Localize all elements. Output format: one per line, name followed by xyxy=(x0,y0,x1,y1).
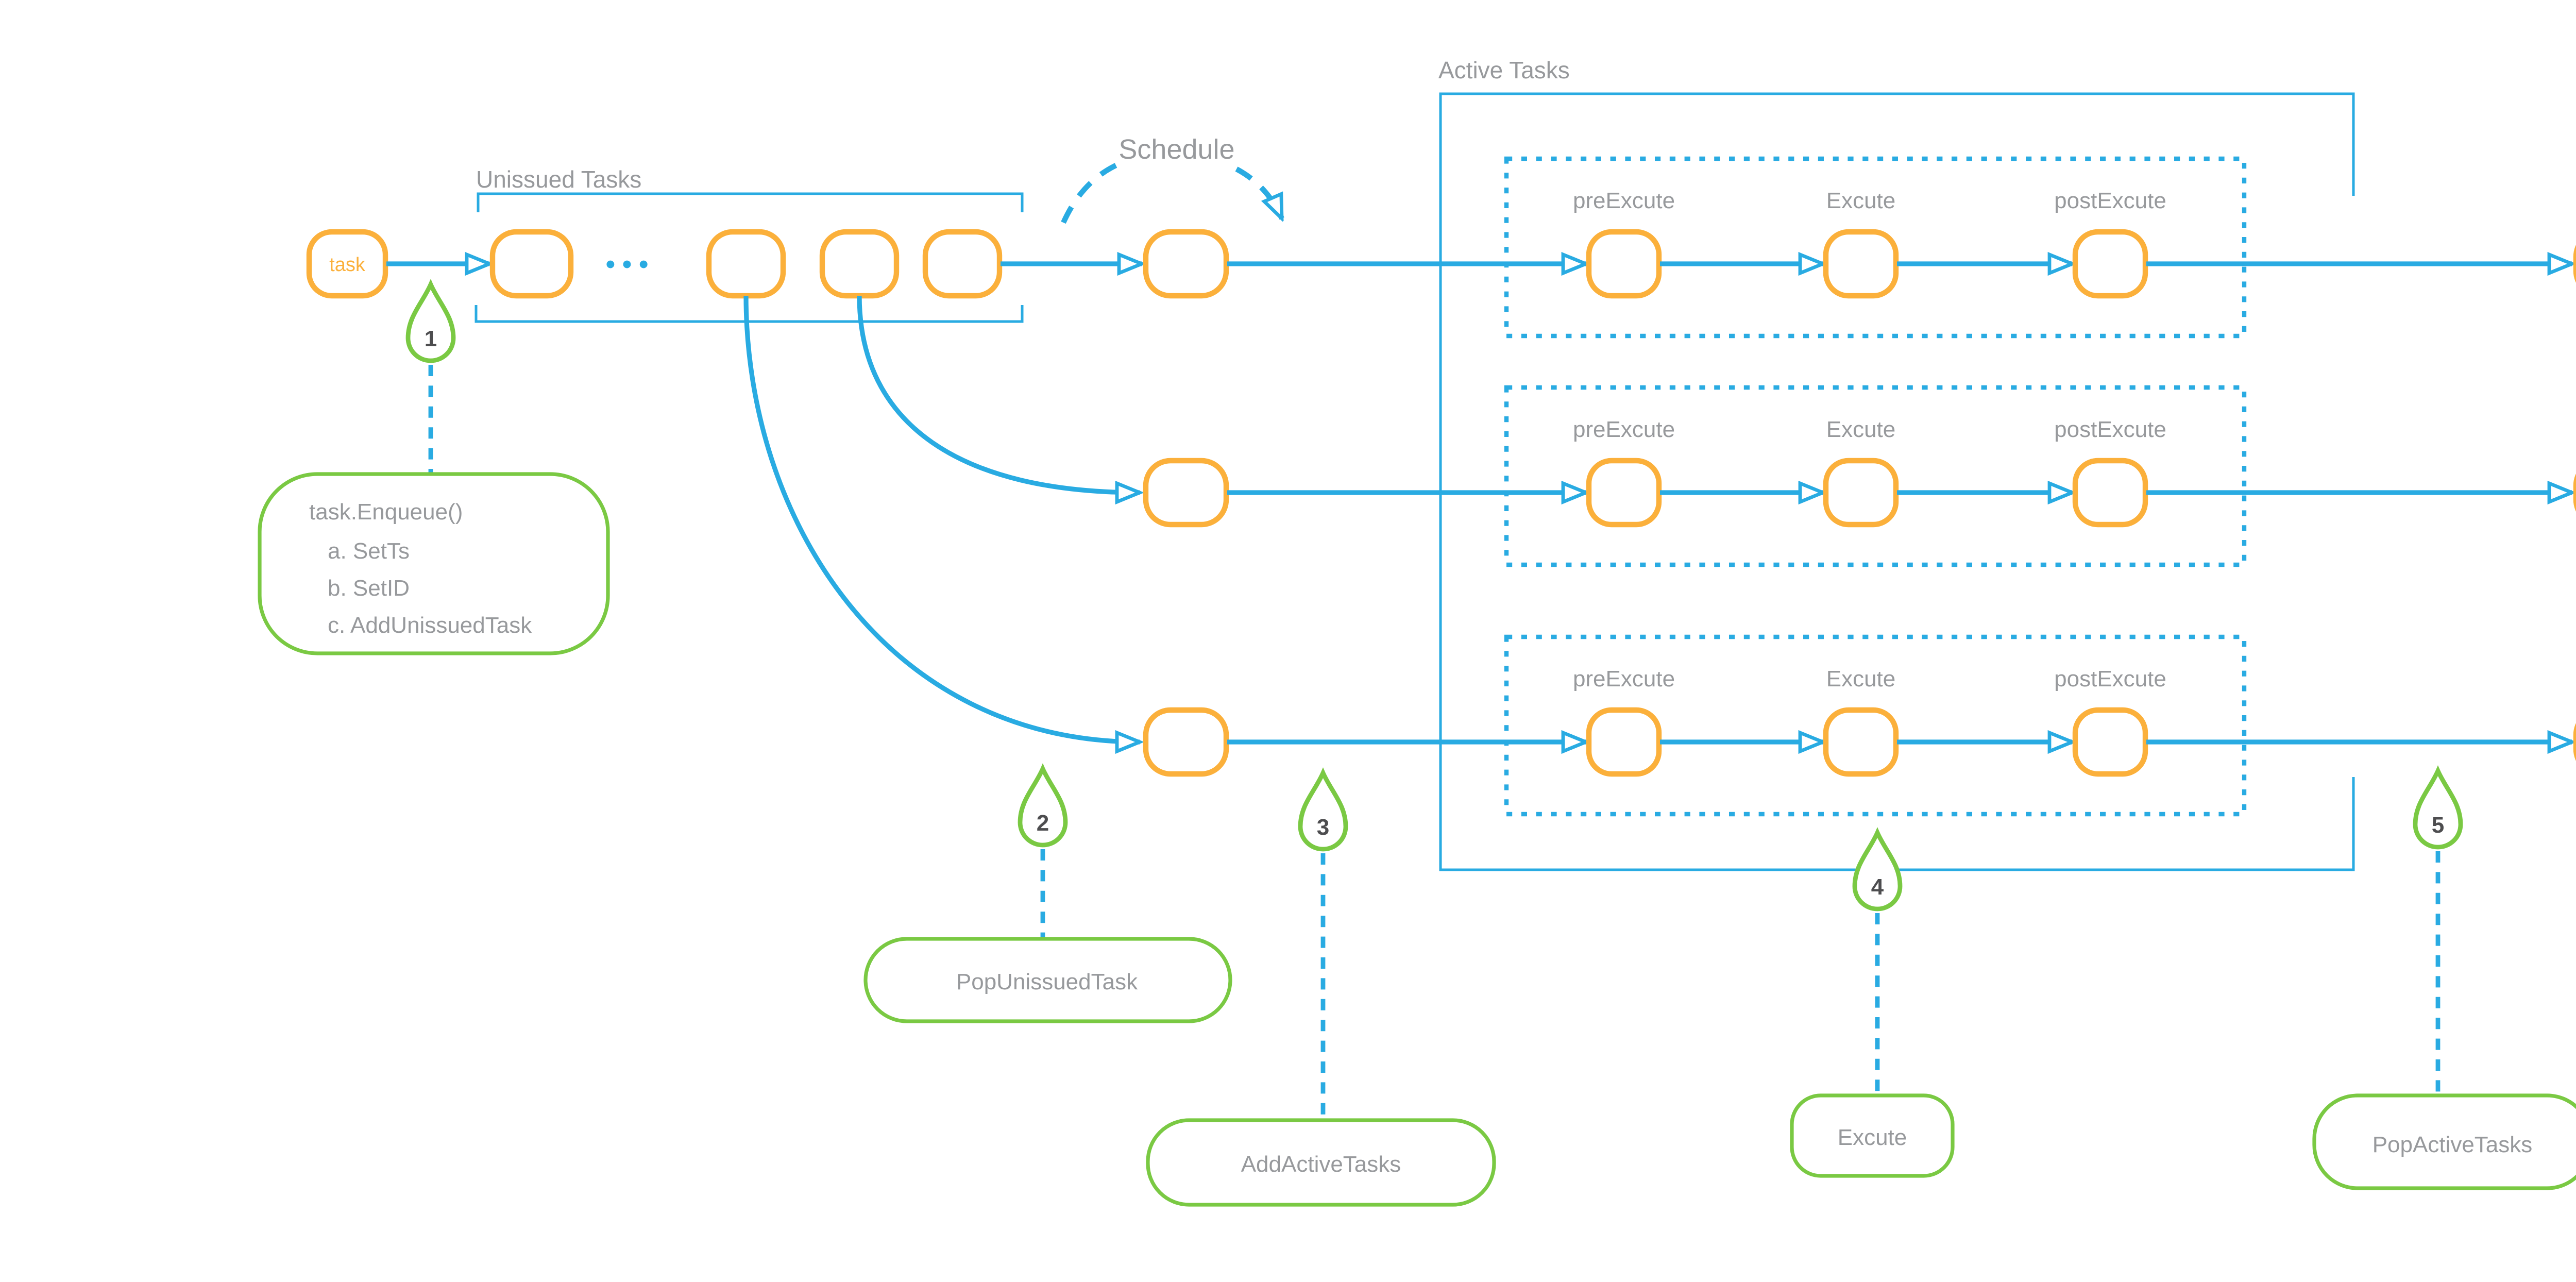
active-tasks-bracket xyxy=(1439,92,2355,871)
marker-number-2: 2 xyxy=(1037,811,1049,836)
task-node xyxy=(306,229,388,299)
annotation-marker-1: 1 task.Enqueue() a. SetTs b. SetID c. Ad… xyxy=(258,279,610,655)
annotation-marker-5: 5 PopActiveTasks xyxy=(2312,765,2576,1190)
stage-label-excute-row-1: Excute xyxy=(1826,188,1896,213)
post-excute-node-row-3 xyxy=(2072,707,2148,777)
worker-row-2: preExcute Excute postExcute xyxy=(857,295,2576,567)
dotted-box-row-1 xyxy=(1504,156,2247,339)
callout-bubble-2 xyxy=(863,937,1232,1023)
annotation-marker-2: 2 PopUnissuedTask xyxy=(863,763,1232,1023)
dotted-box-row-3 xyxy=(1504,634,2247,817)
entry-node-row-1 xyxy=(1143,229,1229,299)
worker-row-1: preExcute Excute postExcute xyxy=(1143,156,2576,339)
queue-node-2 xyxy=(706,229,786,299)
excute-node-row-1 xyxy=(1823,229,1899,299)
schedule-arc-right xyxy=(1235,166,1284,218)
post-excute-node-row-2 xyxy=(2072,458,2148,528)
marker-droplet-1 xyxy=(405,279,456,363)
callout-bubble-4 xyxy=(1790,1093,1955,1178)
callout-bubble-3 xyxy=(1146,1118,1496,1207)
annotation-marker-3: 3 AddActiveTasks xyxy=(1146,767,1496,1207)
marker-droplet-4 xyxy=(1852,827,1903,912)
active-tasks-label: Active Tasks xyxy=(1438,57,1570,83)
callout-1-line-4: c. AddUnissuedTask xyxy=(328,613,532,638)
queue-node-3 xyxy=(819,229,900,299)
worker-row-3: preExcute Excute postExcute xyxy=(743,295,2576,817)
unissued-tasks-label: Unissued Tasks xyxy=(476,166,641,193)
curved-arrow-queue-to-row-3 xyxy=(743,295,1140,742)
stage-label-preexcute-row-3: preExcute xyxy=(1573,666,1675,691)
callout-bubble-1 xyxy=(258,472,610,655)
marker-droplet-5 xyxy=(2413,765,2463,850)
marker-number-3: 3 xyxy=(1317,815,1329,840)
callout-4-label: Excute xyxy=(1838,1125,1907,1150)
pre-excute-node-row-2 xyxy=(1586,458,1662,528)
post-excute-node-row-1 xyxy=(2072,229,2148,299)
queue-node-1 xyxy=(489,229,574,299)
queue-node-4 xyxy=(922,229,1003,299)
stage-label-preexcute-row-1: preExcute xyxy=(1573,188,1675,213)
callout-1-line-2: a. SetTs xyxy=(328,538,410,564)
pre-excute-node-row-3 xyxy=(1586,707,1662,777)
stage-label-postexcute-row-3: postExcute xyxy=(2054,666,2166,691)
curved-arrow-queue-to-row-2 xyxy=(857,295,1140,493)
pre-excute-node-row-1 xyxy=(1586,229,1662,299)
stage-label-preexcute-row-2: preExcute xyxy=(1573,417,1675,442)
marker-number-5: 5 xyxy=(2432,813,2444,838)
entry-node-row-2 xyxy=(1143,458,1229,528)
marker-number-4: 4 xyxy=(1871,874,1884,900)
stage-label-postexcute-row-2: postExcute xyxy=(2054,417,2166,442)
callout-1-line-1: task.Enqueue() xyxy=(309,499,463,525)
callout-bubble-5 xyxy=(2312,1093,2576,1190)
task-node-label: task xyxy=(329,254,366,276)
schedule-label: Schedule xyxy=(1118,134,1234,165)
marker-droplet-3 xyxy=(1298,767,1348,852)
excute-node-row-3 xyxy=(1823,707,1899,777)
marker-droplet-2 xyxy=(1018,763,1068,848)
callout-3-label: AddActiveTasks xyxy=(1241,1152,1401,1177)
marker-number-1: 1 xyxy=(425,326,437,351)
unissued-tasks-bracket-top xyxy=(477,192,1024,212)
callout-1-line-3: b. SetID xyxy=(328,576,410,601)
dotted-box-row-2 xyxy=(1504,385,2247,567)
unissued-tasks-bracket-bottom xyxy=(474,305,1024,323)
stage-label-postexcute-row-1: postExcute xyxy=(2054,188,2166,213)
entry-node-row-3 xyxy=(1143,707,1229,777)
schedule-arc-left xyxy=(1061,162,1118,224)
queue-ellipsis: ••• xyxy=(606,249,656,279)
annotation-marker-4: 4 Excute xyxy=(1790,827,1955,1178)
excute-node-row-2 xyxy=(1823,458,1899,528)
callout-5-label: PopActiveTasks xyxy=(2372,1132,2533,1157)
stage-label-excute-row-3: Excute xyxy=(1826,666,1896,691)
callout-2-label: PopUnissuedTask xyxy=(956,969,1138,994)
stage-label-excute-row-2: Excute xyxy=(1826,417,1896,442)
